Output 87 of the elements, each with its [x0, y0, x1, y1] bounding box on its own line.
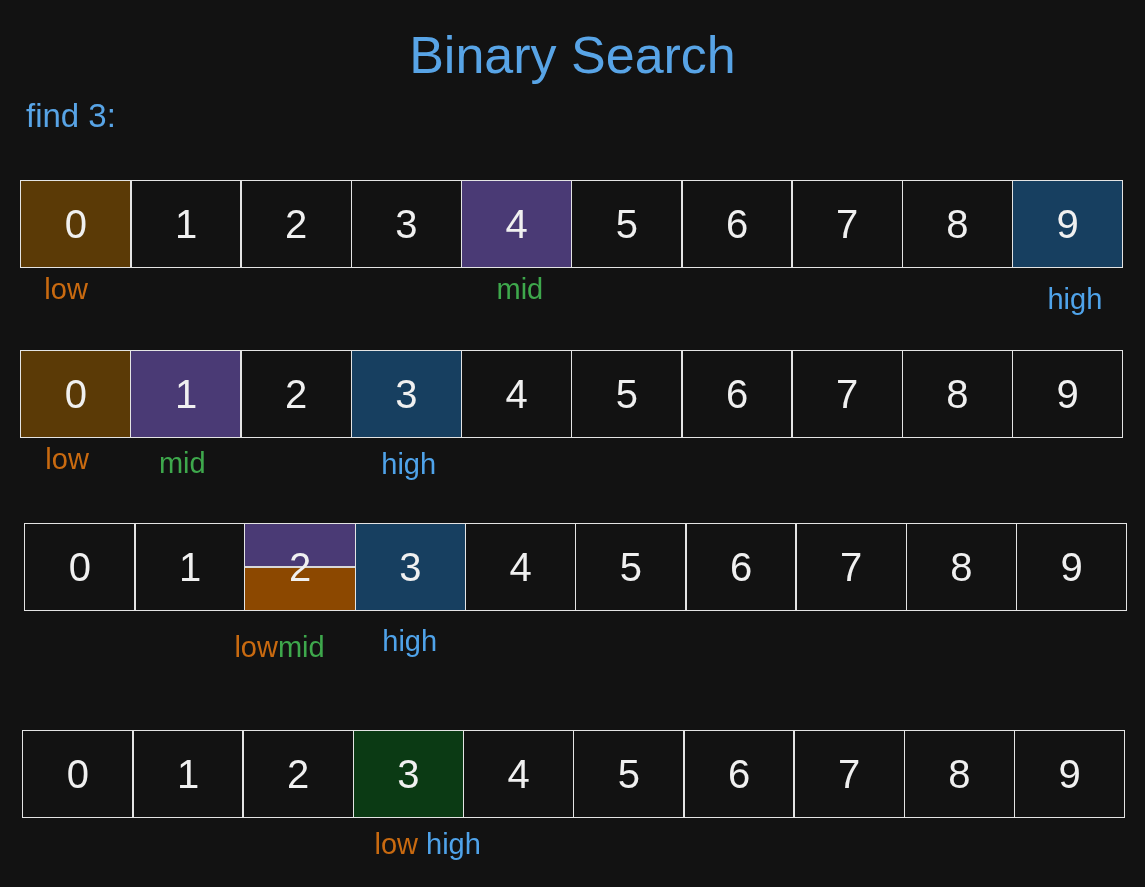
- cell-value: 3: [399, 545, 422, 589]
- array-cell: [1013, 730, 1126, 818]
- cell-value: 4: [509, 545, 532, 589]
- high-pointer-label: high: [426, 828, 481, 862]
- high-pointer-label: high: [382, 625, 438, 659]
- array-cell: [903, 730, 1016, 818]
- array-cell: [791, 350, 904, 438]
- cell-value: 5: [619, 545, 642, 589]
- cell-value: 9: [1056, 372, 1079, 416]
- low-pointer-label: low: [44, 273, 88, 307]
- array-cell: [905, 523, 1018, 611]
- cell-value: 1: [174, 202, 198, 246]
- cell-value: 6: [729, 545, 753, 589]
- cell-value: 7: [836, 202, 859, 246]
- cell-value: 9: [1060, 545, 1083, 589]
- low-pointer-label: low: [374, 828, 419, 862]
- cell-value: 3: [395, 372, 418, 416]
- array-cell: [685, 523, 797, 611]
- cell-value: 8: [946, 372, 969, 416]
- array-cell: [1011, 350, 1124, 438]
- cell-value: 6: [725, 372, 749, 416]
- cell-value: 7: [838, 752, 861, 796]
- cell-value: 4: [505, 202, 528, 246]
- array-cell: [791, 180, 904, 268]
- cell-value: 8: [948, 752, 971, 796]
- cell-value: 5: [617, 752, 640, 796]
- cell-value: 6: [725, 202, 749, 246]
- cell-value: 6: [727, 752, 751, 796]
- array-cell: [683, 730, 795, 818]
- cell-value: 1: [176, 752, 200, 796]
- array-cell: [132, 730, 244, 818]
- array-cell: [244, 523, 357, 611]
- cell-value: 7: [840, 545, 863, 589]
- mid-pointer-label: mid: [158, 447, 206, 481]
- cell-value: 3: [397, 752, 420, 796]
- mid-pointer-label: mid: [496, 273, 544, 307]
- cell-value: 3: [395, 202, 418, 246]
- array-cell: [573, 730, 685, 818]
- array-cell: [462, 730, 575, 818]
- cell-value: 0: [68, 545, 91, 589]
- array-cell: [352, 730, 465, 818]
- cell-value: 7: [836, 372, 859, 416]
- array-cell: [22, 730, 134, 818]
- high-pointer-label: high: [381, 448, 437, 482]
- cell-value: 9: [1056, 202, 1079, 246]
- low-pointer-label: low: [45, 443, 89, 477]
- array-cell: [575, 523, 687, 611]
- array-cell: [24, 523, 136, 611]
- array-cell: [350, 350, 463, 438]
- array-cell: [20, 350, 132, 438]
- array-cell: [460, 180, 573, 268]
- cell-value: 4: [507, 752, 530, 796]
- array-cell: [571, 350, 683, 438]
- low-pointer-label: low: [234, 631, 278, 665]
- array-cell: [1011, 180, 1124, 268]
- cell-value: 1: [178, 545, 202, 589]
- array-cell: [571, 180, 683, 268]
- array-cell: [1015, 523, 1128, 611]
- cell-value: 0: [64, 202, 87, 246]
- cell-value: 0: [66, 752, 89, 796]
- array-cell: [901, 350, 1014, 438]
- array-cell: [793, 730, 906, 818]
- array-cell: [354, 523, 467, 611]
- array-cell: [460, 350, 573, 438]
- cell-value: 9: [1058, 752, 1081, 796]
- cell-value: 8: [946, 202, 969, 246]
- array-cell: [464, 523, 577, 611]
- cell-value: 8: [950, 545, 973, 589]
- array-cell: [795, 523, 908, 611]
- cell-value: 5: [615, 202, 638, 246]
- cell-value: 2: [287, 752, 310, 796]
- title: Binary Search: [409, 25, 736, 86]
- array-cell: [681, 180, 793, 268]
- mid-pointer-label: mid: [277, 631, 325, 665]
- high-pointer-label: high: [1047, 283, 1103, 317]
- cell-value: 0: [64, 372, 87, 416]
- cell-value: 1: [174, 372, 198, 416]
- array-cell: [20, 180, 132, 268]
- cell-value: 2: [285, 202, 308, 246]
- cell-value: 5: [615, 372, 638, 416]
- array-cell: [130, 350, 242, 438]
- array-cell: [681, 350, 793, 438]
- array-cell: [130, 180, 242, 268]
- cell-value: 2: [285, 372, 308, 416]
- cell-value: 4: [505, 372, 528, 416]
- task-label: find 3:: [26, 96, 116, 136]
- array-cell: [240, 180, 353, 268]
